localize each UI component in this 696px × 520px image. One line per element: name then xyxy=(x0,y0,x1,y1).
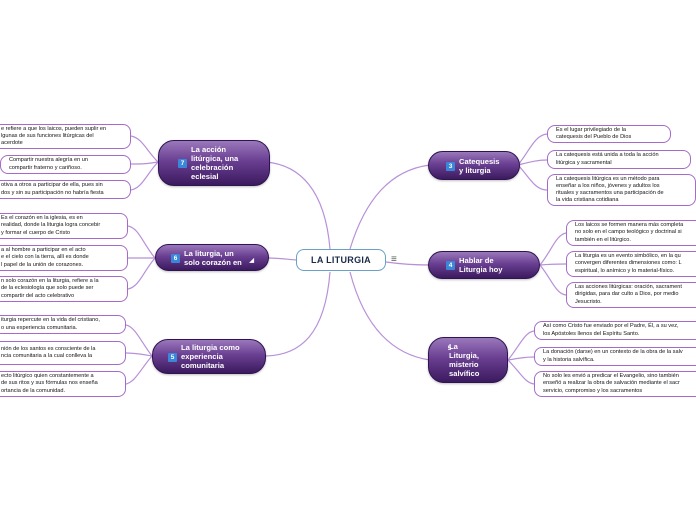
topic-number-badge: 5 xyxy=(447,345,452,352)
leaf-text: Compartir nuestra alegría en un comparti… xyxy=(9,157,88,171)
leaf-node[interactable]: Así como Cristo fue enviado por el Padre… xyxy=(534,321,696,340)
leaf-text: n solo corazón en la liturgia, refiere a… xyxy=(1,278,99,299)
central-topic[interactable]: LA LITURGIA xyxy=(296,249,386,271)
leaf-node[interactable]: iturgia repercute en la vida del cristia… xyxy=(0,315,126,334)
topic-label: La liturgia, un solo corazón en xyxy=(184,248,242,267)
topic-number-badge: 5 xyxy=(168,353,177,362)
leaf-node[interactable]: ecto litúrgico quien constantemente a de… xyxy=(0,371,126,397)
leaf-text: otiva a otros a participar de ella, pues… xyxy=(1,182,104,196)
topic-label: Hablar de Liturgia hoy xyxy=(459,256,503,274)
leaf-node[interactable]: Es el lugar privilegiado de la catequesi… xyxy=(547,125,671,143)
topic-hablar-liturgia[interactable]: 4 Hablar de Liturgia hoy xyxy=(428,251,540,279)
leaf-node[interactable]: a al hombre a participar en el acto e el… xyxy=(0,245,128,271)
leaf-text: Es el lugar privilegiado de la catequesi… xyxy=(556,126,632,140)
leaf-node[interactable]: e refiere a que los laicos, pueden supli… xyxy=(0,124,131,149)
topic-number-badge: 6 xyxy=(171,254,180,263)
leaf-node[interactable]: La donación (darse) en un contexto de la… xyxy=(534,347,696,366)
leaf-node[interactable]: La liturgia es un evento simbólico, en l… xyxy=(566,251,696,277)
leaf-node[interactable]: No solo les envió a predicar el Evangeli… xyxy=(534,371,696,397)
topic-solo-corazon[interactable]: 6 La liturgia, un solo corazón en ◢ xyxy=(155,244,269,271)
topic-experiencia-comunitaria[interactable]: 5 La liturgia como experiencia comunitar… xyxy=(152,339,266,374)
leaf-text: La catequesis está unida a toda la acció… xyxy=(556,152,659,166)
leaf-text: ecto litúrgico quien constantemente a de… xyxy=(1,373,98,394)
leaf-node[interactable]: Compartir nuestra alegría en un comparti… xyxy=(0,155,131,174)
topic-label: Catequesis y liturgia xyxy=(459,156,500,175)
topic-catequesis[interactable]: 3 Catequesis y liturgia xyxy=(428,151,520,180)
leaf-node[interactable]: Las acciones litúrgicas: oración, sacram… xyxy=(566,282,696,308)
leaf-text: La liturgia es un evento simbólico, en l… xyxy=(575,253,682,274)
leaf-node[interactable]: nión de los santos es consciente de la n… xyxy=(0,341,126,365)
leaf-node[interactable]: otiva a otros a participar de ella, pues… xyxy=(0,180,131,199)
central-title: LA LITURGIA xyxy=(311,255,371,265)
leaf-text: La donación (darse) en un contexto de la… xyxy=(543,349,683,363)
topic-accion-liturgica[interactable]: 7 La acción litúrgica, una celebración e… xyxy=(158,140,270,186)
leaf-text: Así como Cristo fue enviado por el Padre… xyxy=(543,323,679,337)
expand-arrow-icon[interactable]: ◢ xyxy=(249,258,254,264)
menu-icon[interactable]: ≡ xyxy=(391,254,397,265)
topic-number-badge: 3 xyxy=(446,162,455,171)
leaf-node[interactable]: Los laicos se formen manera más completa… xyxy=(566,220,696,246)
leaf-text: Las acciones litúrgicas: oración, sacram… xyxy=(575,284,682,305)
topic-number-badge: 4 xyxy=(446,261,455,270)
leaf-text: a al hombre a participar en el acto e el… xyxy=(1,247,89,268)
topic-misterio-salvifico[interactable]: 5 La Liturgia, misterio salvífico xyxy=(428,337,508,383)
topic-label: La Liturgia, misterio salvífico xyxy=(449,342,480,378)
leaf-text: No solo les envió a predicar el Evangeli… xyxy=(543,373,680,394)
leaf-text: e refiere a que los laicos, pueden supli… xyxy=(1,125,107,147)
leaf-node[interactable]: La catequesis litúrgica es un método par… xyxy=(547,174,696,206)
leaf-text: nión de los santos es consciente de la n… xyxy=(1,345,96,359)
topic-label: La acción litúrgica, una celebración ecl… xyxy=(191,145,239,181)
leaf-text: Es el corazón en la iglesia, es en reali… xyxy=(1,215,101,236)
leaf-text: Los laicos se formen manera más completa… xyxy=(575,222,684,243)
topic-label: La liturgia como experiencia comunitaria xyxy=(181,343,240,370)
leaf-node[interactable]: Es el corazón en la iglesia, es en reali… xyxy=(0,213,128,239)
leaf-node[interactable]: n solo corazón en la liturgia, refiere a… xyxy=(0,276,128,302)
leaf-text: La catequesis litúrgica es un método par… xyxy=(556,175,664,204)
leaf-text: iturgia repercute en la vida del cristia… xyxy=(1,317,100,331)
leaf-node[interactable]: La catequesis está unida a toda la acció… xyxy=(547,150,691,169)
topic-number-badge: 7 xyxy=(178,159,187,168)
